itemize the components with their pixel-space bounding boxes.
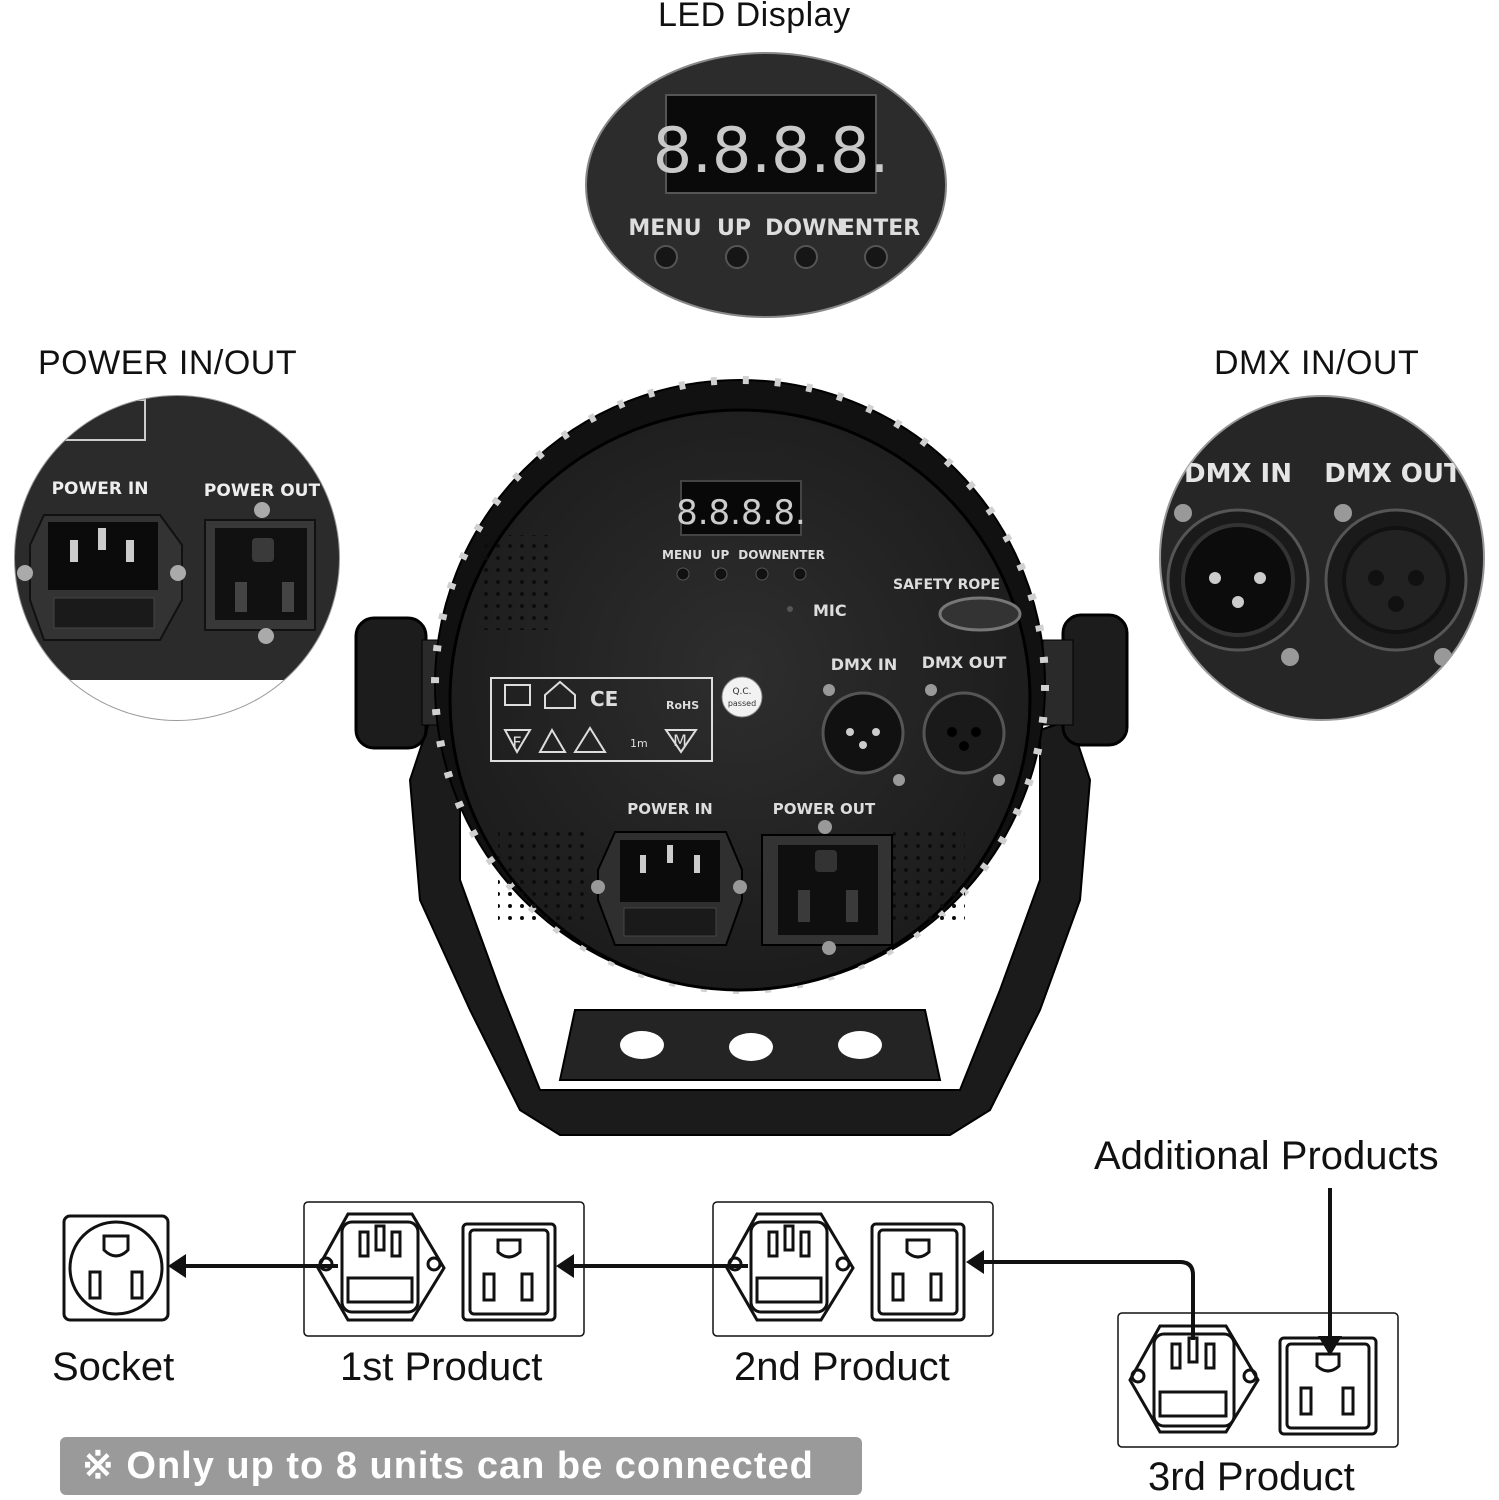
svg-text:passed: passed bbox=[728, 699, 756, 708]
svg-text:MIC: MIC bbox=[813, 601, 847, 620]
menu-button bbox=[654, 245, 678, 269]
product-3-box bbox=[1117, 1312, 1399, 1448]
svg-text:8.8.8.8.: 8.8.8.8. bbox=[676, 493, 806, 533]
svg-text:POWER OUT: POWER OUT bbox=[773, 800, 876, 818]
svg-text:ENTER: ENTER bbox=[840, 216, 920, 241]
product-2-ports bbox=[725, 1212, 966, 1322]
dmx-callout: DMX IN DMX OUT bbox=[1159, 395, 1485, 721]
svg-text:CE: CE bbox=[590, 687, 618, 711]
safety-rope-loop bbox=[938, 596, 1022, 632]
product-2-box bbox=[712, 1201, 994, 1337]
dmx-in-out-title: DMX IN/OUT bbox=[1214, 344, 1420, 382]
svg-text:POWER IN: POWER IN bbox=[627, 800, 712, 818]
svg-text:DOWN: DOWN bbox=[765, 216, 845, 241]
enter-button bbox=[864, 245, 888, 269]
certification-label bbox=[490, 677, 713, 762]
svg-text:DMX OUT: DMX OUT bbox=[1324, 459, 1462, 489]
unit-limit-note-text: ※ Only up to 8 units can be connected bbox=[82, 1445, 814, 1487]
down-button bbox=[794, 245, 818, 269]
qc-passed-sticker bbox=[721, 676, 763, 718]
svg-text:UP: UP bbox=[717, 216, 751, 241]
arrow-heads bbox=[168, 1250, 1342, 1356]
dmx-out-connector bbox=[922, 691, 1006, 775]
svg-text:1m: 1m bbox=[630, 737, 648, 750]
left-tilt-knob bbox=[354, 616, 428, 750]
svg-text:SAFETY ROPE: SAFETY ROPE bbox=[893, 577, 1000, 593]
first-product-label: 1st Product bbox=[340, 1345, 543, 1389]
chain-arrows bbox=[180, 1188, 1332, 1345]
dmx-in-connector bbox=[821, 691, 905, 775]
wall-socket bbox=[62, 1214, 170, 1322]
svg-text:DMX OUT: DMX OUT bbox=[922, 653, 1007, 672]
power-in-out-title: POWER IN/OUT bbox=[38, 344, 298, 382]
power-callout: POWER IN POWER OUT bbox=[14, 395, 340, 721]
led-display-callout: 8.8.8.8. MENU UP DOWN ENTER bbox=[585, 52, 947, 318]
svg-text:ENTER: ENTER bbox=[781, 548, 825, 562]
product-3-ports bbox=[1128, 1324, 1378, 1436]
svg-text:DMX IN: DMX IN bbox=[831, 655, 897, 674]
svg-text:Q.C.: Q.C. bbox=[732, 687, 751, 697]
led-display-digits: 8.8.8.8. bbox=[653, 114, 890, 187]
svg-text:UP: UP bbox=[711, 548, 730, 562]
svg-text:MENU: MENU bbox=[662, 548, 702, 562]
svg-text:POWER OUT: POWER OUT bbox=[204, 481, 321, 501]
product-1-box bbox=[303, 1201, 585, 1337]
mounting-bracket bbox=[408, 718, 1092, 1136]
fixture-rear-view: 8.8.8.8. MENU UP DOWN ENTER MIC SAFETY R… bbox=[354, 376, 1129, 1136]
led-display-title: LED Display bbox=[658, 0, 851, 34]
svg-text:DMX IN: DMX IN bbox=[1184, 459, 1292, 489]
socket-label: Socket bbox=[52, 1345, 175, 1389]
svg-text:POWER IN: POWER IN bbox=[52, 479, 149, 499]
daisy-chain-diagram bbox=[62, 1201, 1399, 1448]
additional-products-label: Additional Products bbox=[1094, 1134, 1439, 1178]
unit-limit-note: ※ Only up to 8 units can be connected bbox=[60, 1437, 862, 1495]
up-button bbox=[725, 245, 749, 269]
product-1-ports bbox=[316, 1212, 557, 1322]
svg-text:F: F bbox=[512, 733, 521, 752]
svg-text:MENU: MENU bbox=[628, 216, 701, 241]
svg-text:RoHS: RoHS bbox=[666, 699, 699, 712]
third-product-label: 3rd Product bbox=[1148, 1455, 1355, 1499]
second-product-label: 2nd Product bbox=[734, 1345, 950, 1389]
panel-display bbox=[680, 480, 802, 536]
svg-text:DOWN: DOWN bbox=[738, 548, 781, 562]
